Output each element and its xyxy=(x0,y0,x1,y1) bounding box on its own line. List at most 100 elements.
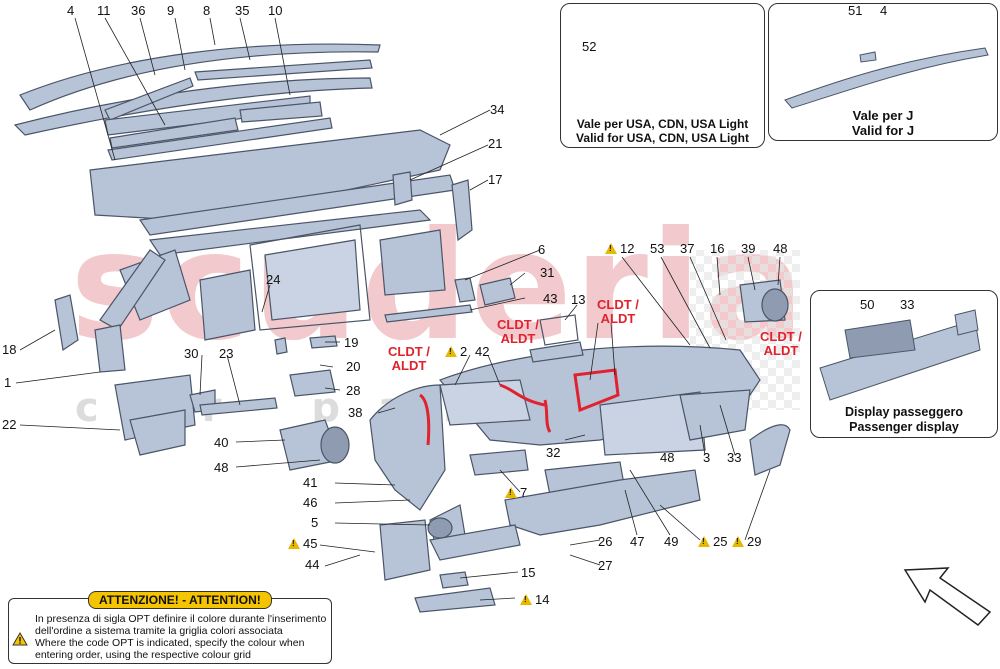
callout-number: 39 xyxy=(741,241,756,256)
callout-number: 34 xyxy=(490,102,505,117)
callout-18: 18 xyxy=(2,343,16,357)
callout-52: 52 xyxy=(582,40,596,54)
callout-6: 6 xyxy=(538,243,545,257)
callout-4: 4 xyxy=(880,4,887,18)
callout-number: 27 xyxy=(598,558,613,573)
inset-display-box: Display passeggero Passenger display xyxy=(810,290,998,438)
callout-number: 36 xyxy=(131,3,146,18)
callout-43: 43 xyxy=(543,292,557,306)
callout-number: 15 xyxy=(521,565,536,580)
callout-number: 6 xyxy=(538,242,546,257)
callout-47: 47 xyxy=(630,535,644,549)
callout-number: 18 xyxy=(2,342,17,357)
inset-j-drawing xyxy=(784,47,989,109)
warning-icon xyxy=(520,594,532,605)
inset-j-box: Vale per J Valid for J xyxy=(768,3,998,141)
callout-10: 10 xyxy=(268,4,282,18)
warning-icon xyxy=(505,487,517,498)
inset-usa-box: Vale per USA, CDN, USA Light Valid for U… xyxy=(560,3,765,148)
callout-1: 1 xyxy=(4,376,11,390)
callout-number: 4 xyxy=(880,3,888,18)
warning-icon xyxy=(288,538,300,549)
top-trim-strips xyxy=(13,43,381,161)
attention-title: ATTENZIONE! - ATTENTION! xyxy=(88,591,272,609)
cldt-aldt-label: CLDT /ALDT xyxy=(760,329,802,358)
cldt-aldt-label: CLDT /ALDT xyxy=(388,344,430,373)
callout-30: 30 xyxy=(184,347,198,361)
callout-14: 14 xyxy=(520,593,549,607)
callout-37: 37 xyxy=(680,242,694,256)
callout-number: 10 xyxy=(268,3,283,18)
callout-48: 48 xyxy=(214,461,228,475)
callout-number: 31 xyxy=(540,265,555,280)
callout-number: 13 xyxy=(571,292,586,307)
callout-45: 45 xyxy=(288,537,317,551)
callout-51: 51 xyxy=(848,4,862,18)
callout-number: 44 xyxy=(305,557,320,572)
callout-48: 48 xyxy=(773,242,787,256)
callout-number: 1 xyxy=(4,375,12,390)
callout-24: 24 xyxy=(266,273,280,287)
callout-number: 48 xyxy=(214,460,229,475)
callout-number: 17 xyxy=(488,172,503,187)
callout-50: 50 xyxy=(860,298,874,312)
callout-48: 48 xyxy=(660,451,674,465)
callout-number: 5 xyxy=(311,515,319,530)
callout-number: 12 xyxy=(620,241,635,256)
callout-number: 24 xyxy=(266,272,281,287)
callout-number: 38 xyxy=(348,405,363,420)
inset-usa-caption-en: Valid for USA, CDN, USA Light xyxy=(576,131,749,145)
callout-number: 28 xyxy=(346,383,361,398)
callout-number: 46 xyxy=(303,495,318,510)
cldt-aldt-label: CLDT /ALDT xyxy=(497,317,539,346)
cldt-aldt-label: CLDT /ALDT xyxy=(597,297,639,326)
dashboard-shell xyxy=(369,314,791,613)
callout-4: 4 xyxy=(67,4,74,18)
callout-number: 50 xyxy=(860,297,875,312)
callout-33: 33 xyxy=(727,451,741,465)
inset-display-caption-it: Display passeggero xyxy=(844,405,964,419)
callout-8: 8 xyxy=(203,4,210,18)
seal-highlights xyxy=(418,368,620,446)
callout-number: 19 xyxy=(344,335,359,350)
warning-icon xyxy=(605,243,617,254)
attention-note: ATTENZIONE! - ATTENTION! In presenza di … xyxy=(8,591,332,664)
leader-lines xyxy=(15,17,781,601)
warning-icon xyxy=(12,632,28,646)
inset-j-caption-en: Valid for J xyxy=(851,123,915,138)
callout-number: 9 xyxy=(167,3,175,18)
callout-25: 25 xyxy=(698,535,727,549)
callout-53: 53 xyxy=(650,242,664,256)
callout-15: 15 xyxy=(521,566,535,580)
callout-number: 2 xyxy=(460,344,468,359)
callout-number: 37 xyxy=(680,241,695,256)
callout-number: 43 xyxy=(543,291,558,306)
callout-number: 23 xyxy=(219,346,234,361)
callout-41: 41 xyxy=(303,476,317,490)
attention-text: In presenza di sigla OPT definire il col… xyxy=(35,613,327,661)
callout-9: 9 xyxy=(167,4,174,18)
callout-number: 33 xyxy=(727,450,742,465)
inset-display-drawing xyxy=(819,309,981,401)
callout-number: 3 xyxy=(703,450,711,465)
callout-12: 12 xyxy=(605,242,634,256)
callout-46: 46 xyxy=(303,496,317,510)
callout-38: 38 xyxy=(348,406,362,420)
callout-number: 7 xyxy=(520,485,528,500)
warning-icon xyxy=(445,346,457,357)
direction-arrow xyxy=(903,567,992,626)
callout-number: 48 xyxy=(773,241,788,256)
callout-number: 16 xyxy=(710,241,725,256)
callout-number: 11 xyxy=(97,3,111,18)
callout-26: 26 xyxy=(598,535,612,549)
callout-number: 35 xyxy=(235,3,250,18)
callout-22: 22 xyxy=(2,418,16,432)
callout-number: 33 xyxy=(900,297,915,312)
callout-13: 13 xyxy=(571,293,585,307)
callout-7: 7 xyxy=(505,486,527,500)
callout-34: 34 xyxy=(490,103,504,117)
warning-icon xyxy=(732,536,744,547)
callout-number: 42 xyxy=(475,344,490,359)
inset-usa-caption-it: Vale per USA, CDN, USA Light xyxy=(576,117,749,131)
